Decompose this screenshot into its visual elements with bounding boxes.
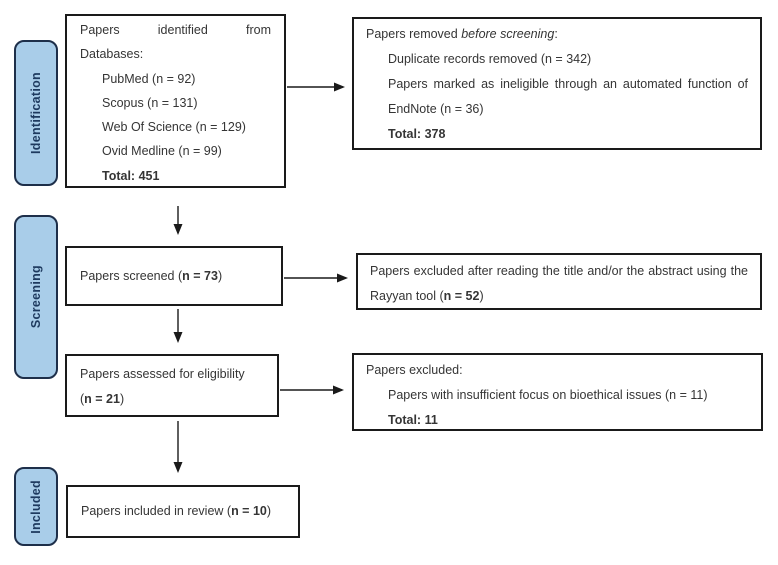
identified-line2: Databases: [80, 47, 144, 62]
identified-item-wos: Web Of Science (n = 129) [102, 120, 246, 135]
excluded-eligibility-title: Papers excluded: [366, 363, 463, 377]
stage-label-screening: Screening [14, 215, 58, 379]
excluded-screening-line1: Papers excluded after reading the title … [370, 264, 748, 278]
excluded-eligibility-item: Papers with insufficient focus on bioeth… [388, 388, 708, 402]
excluded-screening-line2: Rayyan tool (n = 52) [370, 289, 484, 303]
identified-item-pubmed: PubMed (n = 92) [102, 71, 196, 86]
screened-text: Papers screened (n = 73) [80, 268, 223, 283]
excluded-eligibility-total: Total: 11 [388, 413, 438, 427]
stage-label-screening-text: Screening [29, 265, 43, 329]
removed-title: Papers removed before screening: [366, 27, 558, 41]
box-papers-screened: Papers screened (n = 73) [65, 246, 283, 306]
identified-line1: Papers identified from [80, 23, 271, 37]
removed-total: Total: 378 [388, 127, 446, 141]
removed-item-duplicates: Duplicate records removed (n = 342) [388, 52, 592, 66]
box-papers-removed: Papers removed before screening: Duplica… [352, 17, 762, 150]
box-papers-included: Papers included in review (n = 10) [66, 485, 300, 538]
stage-label-included-text: Included [29, 479, 43, 534]
box-papers-assessed: Papers assessed for eligibility (n = 21) [65, 354, 279, 417]
box-papers-identified: Papers identified from Databases: PubMed… [65, 14, 286, 188]
box-papers-excluded-eligibility: Papers excluded: Papers with insufficien… [352, 353, 763, 431]
identified-item-ovid: Ovid Medline (n = 99) [102, 144, 222, 159]
stage-label-identification: Identification [14, 40, 58, 186]
removed-item-automated-line2: EndNote (n = 36) [388, 102, 484, 116]
removed-item-automated-line1: Papers marked as ineligible through an a… [388, 77, 748, 91]
box-papers-excluded-screening: Papers excluded after reading the title … [356, 253, 762, 310]
assessed-line1: Papers assessed for eligibility [80, 367, 245, 381]
included-text: Papers included in review (n = 10) [81, 504, 272, 518]
stage-label-identification-text: Identification [29, 72, 43, 154]
identified-item-scopus: Scopus (n = 131) [102, 95, 198, 110]
assessed-line2: (n = 21) [80, 392, 125, 406]
identified-total: Total: 451 [102, 168, 160, 183]
stage-label-included: Included [14, 467, 58, 546]
